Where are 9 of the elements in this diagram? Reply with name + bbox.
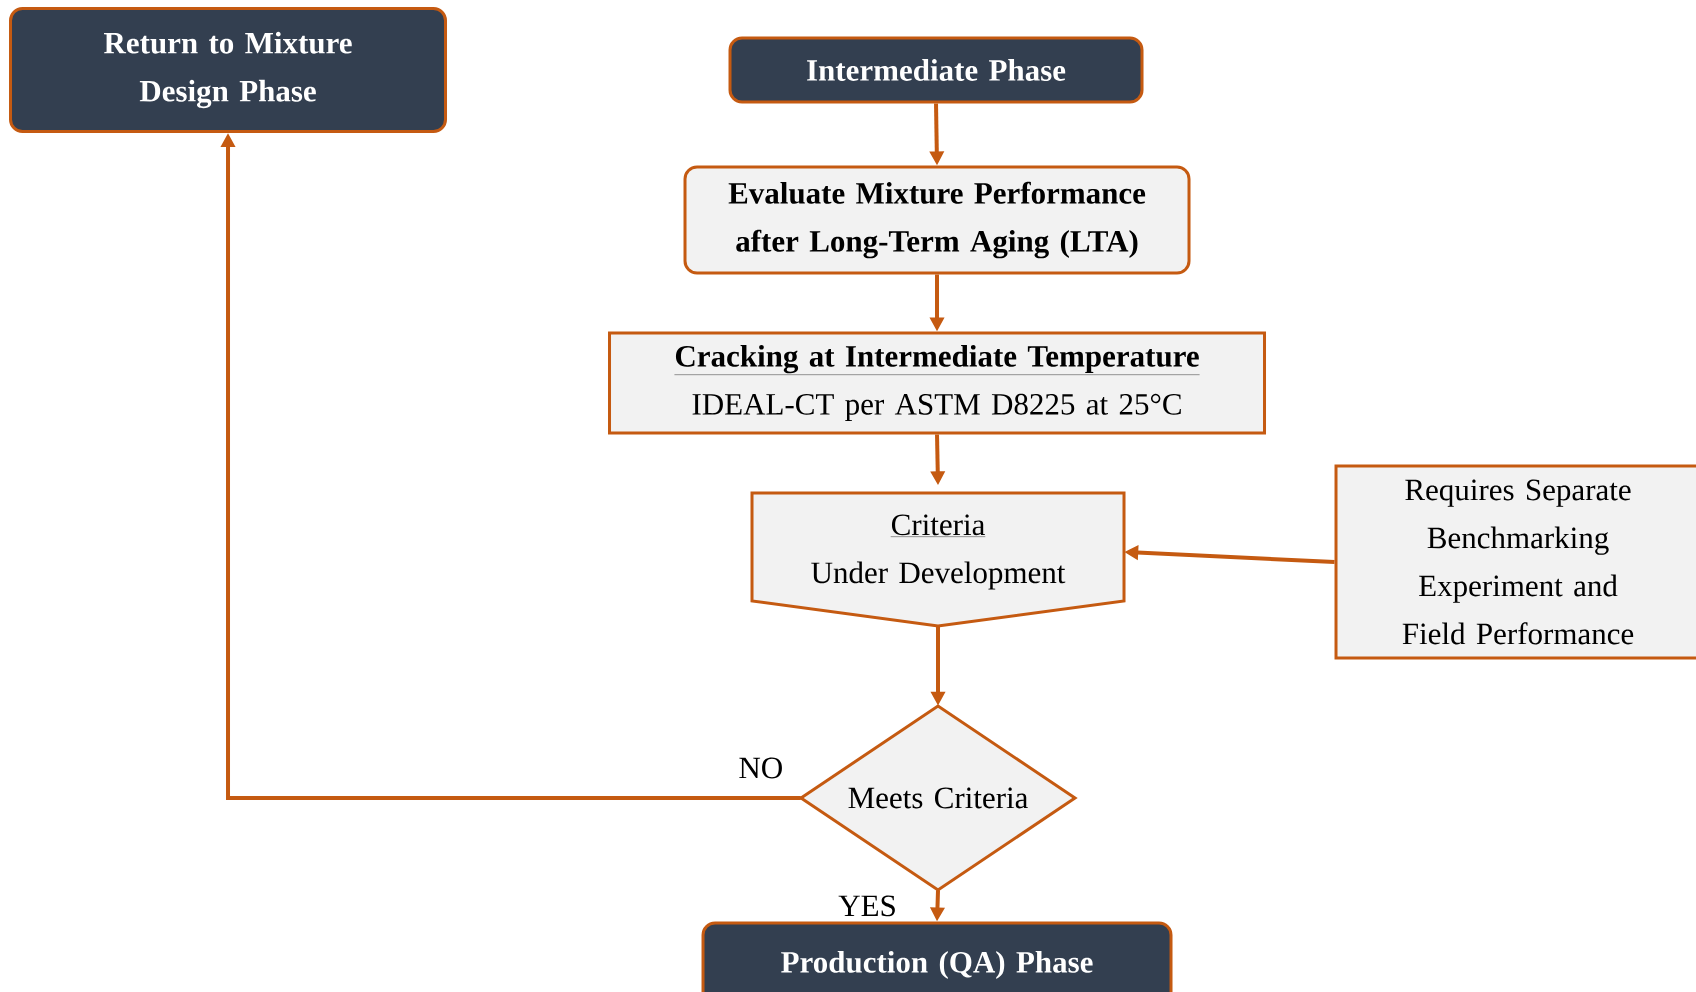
pentagon-box: Criteria Under Development (750, 491, 1126, 628)
edge-label: NO (736, 755, 786, 781)
process-box: Intermediate Phase (728, 36, 1144, 104)
process-box: Cracking at Intermediate Temperature IDEAL-CT per ASTM D8225 at 25°C (608, 331, 1266, 435)
note-box: Requires Separate Benchmarking Experiment and Field Performance (1334, 464, 1696, 660)
process-box: Evaluate Mixture Performance after Long-Term Aging (LTA) (683, 165, 1191, 275)
process-box: Return to Mixture Design Phase (9, 7, 447, 133)
terminal-box: Production (QA) Phase (701, 921, 1173, 992)
edge-label: YES (836, 893, 899, 919)
